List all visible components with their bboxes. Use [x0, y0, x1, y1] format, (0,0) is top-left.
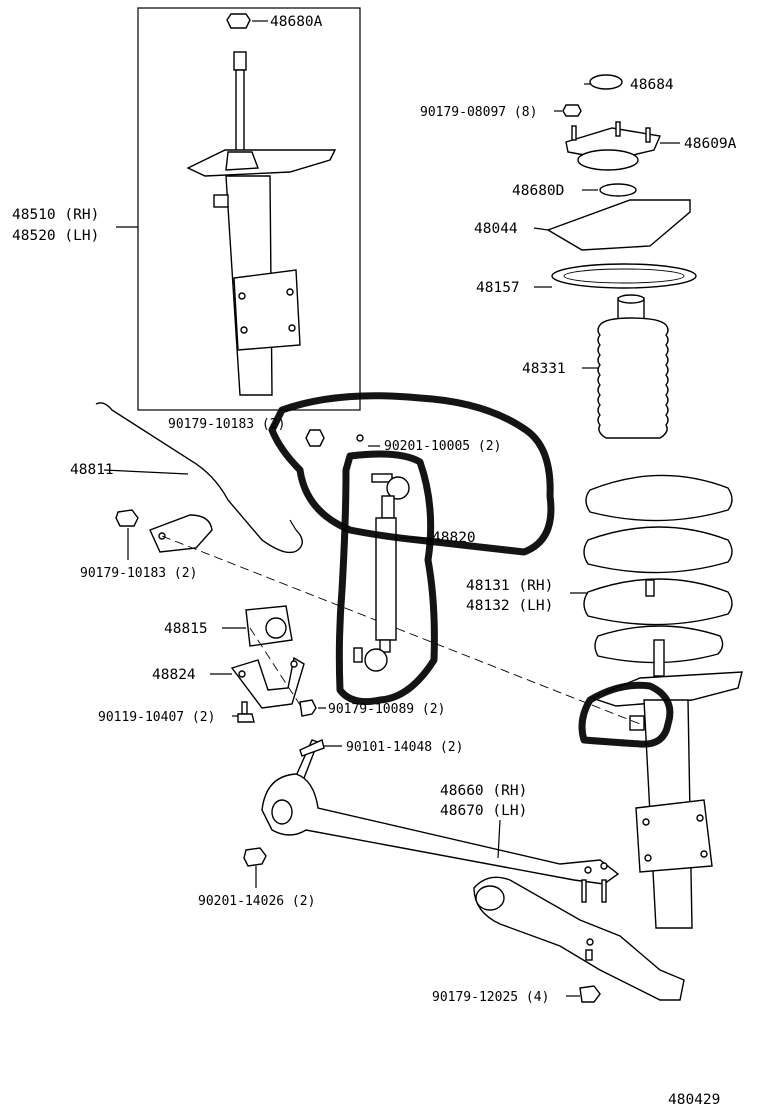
strut-spring-seat — [186, 149, 337, 177]
label-48811: 48811 — [70, 462, 114, 478]
label-90179-08097: 90179-08097 (8) — [420, 105, 537, 120]
nut-90179-12025 — [579, 985, 601, 1003]
label-90179-10183-b: 90179-10183 (2) — [80, 566, 197, 581]
nut-90179-10183-left — [115, 509, 139, 527]
marker-loop-strut — [578, 681, 674, 748]
dust-cap — [589, 74, 623, 90]
label-48660: 48660 (RH) — [440, 783, 527, 799]
coil-spring — [583, 474, 733, 664]
strut-piston-rod — [235, 69, 245, 153]
lower-bracket — [473, 876, 685, 1001]
label-48331: 48331 — [522, 361, 566, 377]
marker-loop-link — [335, 450, 438, 706]
marker-loop-upper — [268, 392, 555, 556]
stabilizer-bushing — [245, 605, 293, 647]
label-48680D: 48680D — [512, 183, 564, 199]
strut-inset — [137, 7, 361, 411]
diagram-code: 480429 — [668, 1092, 720, 1108]
label-48684: 48684 — [630, 77, 674, 93]
label-48510: 48510 (RH) — [12, 207, 99, 223]
strut-top-nut — [226, 13, 251, 29]
stabilizer-end — [149, 514, 213, 553]
strut-top-stack — [546, 74, 697, 289]
bellows-boot — [597, 294, 669, 439]
label-48815: 48815 — [164, 621, 208, 637]
label-90101-14048: 90101-14048 (2) — [346, 740, 463, 755]
label-90201-14026: 90201-14026 (2) — [198, 894, 315, 909]
nut-90179-10089 — [299, 699, 317, 717]
label-48609A: 48609A — [684, 136, 737, 152]
stabilizer-bar — [95, 402, 303, 554]
label-48132: 48132 (LH) — [466, 598, 553, 614]
strut-bracket — [233, 269, 301, 351]
label-48670: 48670 (LH) — [440, 803, 527, 819]
label-48520: 48520 (LH) — [12, 228, 99, 244]
label-90179-10183-a: 90179-10183 (2) — [168, 417, 285, 432]
bolt-90119-10407 — [237, 701, 255, 723]
nut-90179-10183-top — [305, 429, 325, 447]
label-48680A: 48680A — [270, 14, 323, 30]
stabilizer-link — [305, 429, 410, 672]
label-48824: 48824 — [152, 667, 196, 683]
spacer-48680D — [599, 183, 637, 197]
label-48131: 48131 (RH) — [466, 578, 553, 594]
shock-absorber — [590, 639, 743, 929]
label-90179-12025: 90179-12025 (4) — [432, 990, 549, 1005]
label-48157: 48157 — [476, 280, 520, 296]
support-nut — [562, 104, 582, 117]
label-48044: 48044 — [474, 221, 518, 237]
strut-inset-frame — [137, 7, 361, 411]
spring-insulator — [551, 263, 697, 289]
stabilizer-bracket — [230, 656, 305, 709]
label-90119-10407: 90119-10407 (2) — [98, 710, 215, 725]
nut-90201-14026 — [243, 847, 267, 867]
label-90201-10005: 90201-10005 (2) — [384, 439, 501, 454]
lower-control-arm — [261, 739, 620, 903]
label-90179-10089: 90179-10089 (2) — [328, 702, 445, 717]
upper-spring-seat — [546, 199, 691, 251]
